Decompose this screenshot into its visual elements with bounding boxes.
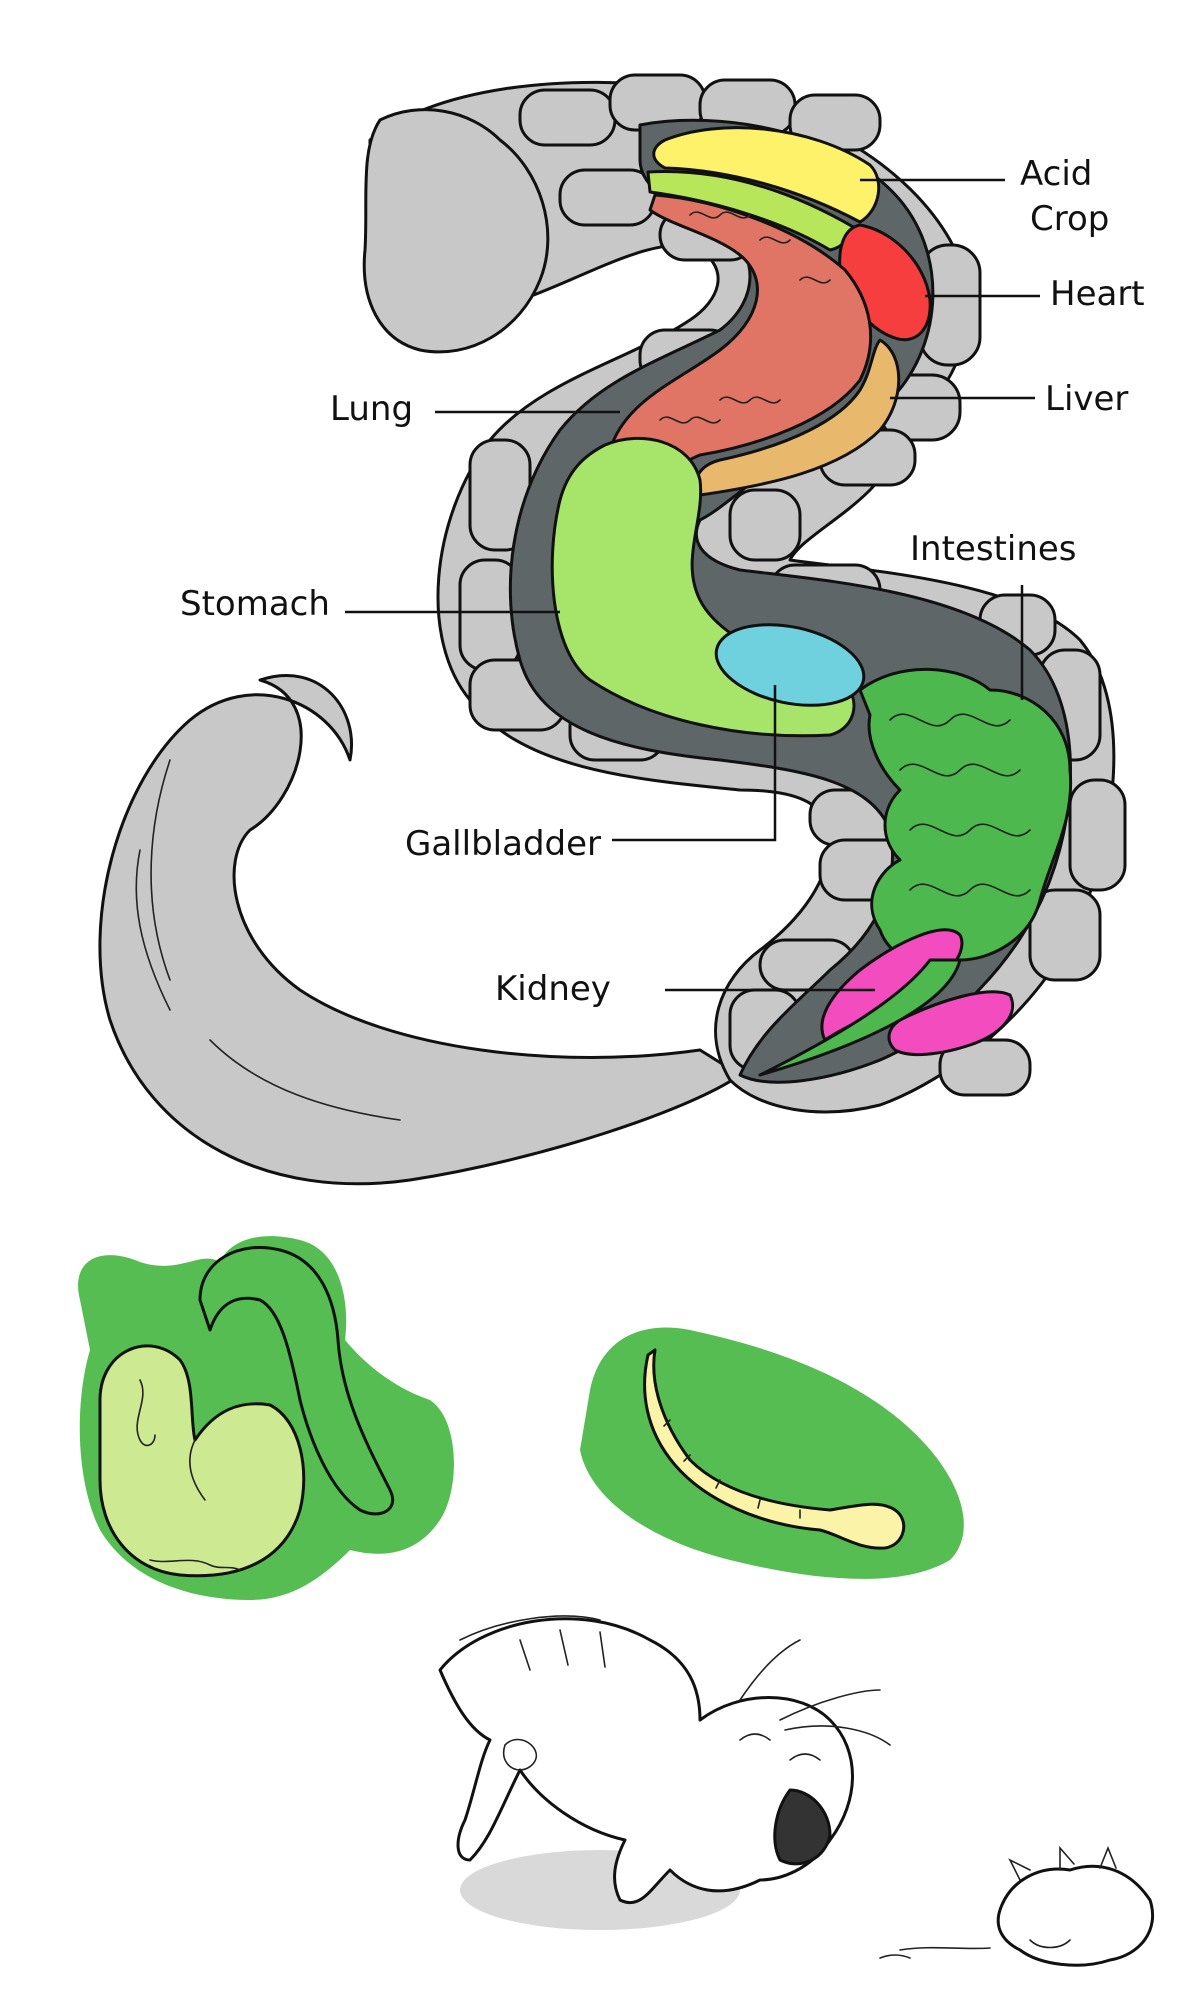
acid-crop bbox=[652, 126, 881, 224]
leader-lines bbox=[345, 178, 1040, 992]
gallbladder-organ bbox=[714, 623, 866, 707]
organ-labels: Acid Crop Heart Liver Lung Stomach Intes… bbox=[180, 154, 1145, 1009]
label-lung: Lung bbox=[330, 389, 413, 429]
intestines-organ bbox=[858, 667, 1073, 968]
label-stomach: Stomach bbox=[180, 584, 330, 624]
intestines-texture bbox=[889, 713, 1031, 897]
worm-detail-illustration bbox=[580, 1327, 964, 1579]
stomach-detail-illustration bbox=[78, 1236, 454, 1600]
label-kidney: Kidney bbox=[495, 969, 611, 1009]
label-heart: Heart bbox=[1050, 274, 1145, 314]
label-acid-crop-2: Crop bbox=[1030, 199, 1109, 239]
spit-up-sketch bbox=[879, 1845, 1155, 1967]
label-intestines: Intestines bbox=[910, 529, 1077, 569]
tract-end bbox=[758, 958, 962, 1077]
tail bbox=[98, 674, 742, 1186]
kidney-organ-lower bbox=[887, 990, 1015, 1056]
creature-sketch bbox=[438, 1615, 891, 1930]
label-liver: Liver bbox=[1045, 379, 1128, 419]
label-gallbladder: Gallbladder bbox=[405, 824, 601, 864]
label-acid-crop-1: Acid bbox=[1020, 154, 1092, 194]
